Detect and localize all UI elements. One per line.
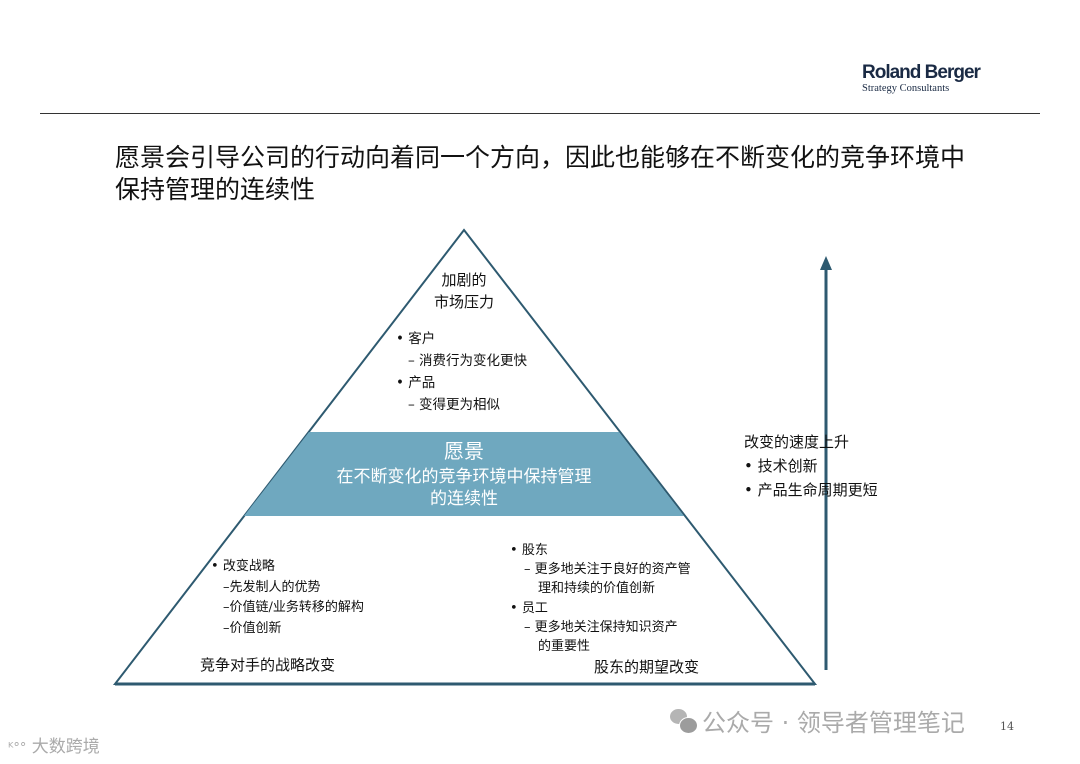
list-item: • 改变战略 <box>211 559 275 574</box>
item-sub: –价值创新 <box>223 620 282 636</box>
bottom-right-list: • 股东 – 更多地关注于良好的资产管 理和持续的价值创新 • 员工 – 更多地… <box>510 541 691 656</box>
vision-text: 愿景 在不断变化的竞争环境中保持管理 的连续性 <box>300 438 628 510</box>
watermark-logo-icon: ᴷ°° <box>8 741 27 756</box>
top-heading-line2: 市场压力 <box>433 293 494 311</box>
vision-band <box>244 432 684 516</box>
top-heading: 加剧的 市场压力 <box>404 270 524 312</box>
list-item: • 员工 <box>510 601 548 616</box>
item-label: 改变战略 <box>222 559 275 574</box>
item-sub: – 变得更为相似 <box>408 397 501 413</box>
arrow-up-icon <box>820 256 832 270</box>
speed-panel: 改变的速度上升 • 技术创新 • 产品生命周期更短 <box>744 430 878 502</box>
top-list: • 客户 – 消费行为变化更快 • 产品 – 变得更为相似 <box>396 330 527 415</box>
item-sub: – 更多地关注保持知识资产 <box>524 620 678 635</box>
watermark-left-text: 大数跨境 <box>31 737 100 757</box>
header-divider <box>40 113 1040 114</box>
watermark-right-text: 公众号 · 领导者管理笔记 <box>702 709 965 737</box>
watermark-left: ᴷ°° 大数跨境 <box>8 732 100 757</box>
list-item: • 股东 <box>510 543 548 558</box>
vision-line1: 在不断变化的竞争环境中保持管理 <box>336 467 592 487</box>
item-sub: –先发制人的优势 <box>223 579 321 595</box>
bottom-right-caption: 股东的期望改变 <box>594 658 700 676</box>
page-title: 愿景会引导公司的行动向着同一个方向，因此也能够在不断变化的竞争环境中保持管理的连… <box>115 143 966 204</box>
item-label: 员工 <box>521 601 548 616</box>
list-item: • 产品 <box>396 375 436 391</box>
item-label: 客户 <box>408 331 436 347</box>
roland-berger-logo: Roland Berger Strategy Consultants <box>862 62 981 95</box>
speed-heading: 改变的速度上升 <box>744 433 850 451</box>
top-heading-line1: 加剧的 <box>441 271 487 289</box>
list-item: • 客户 <box>396 331 436 347</box>
item-sub: 的重要性 <box>538 639 591 654</box>
item-sub: –价值链/业务转移的解构 <box>223 600 364 615</box>
watermark-right: 公众号 · 领导者管理笔记 <box>670 703 965 738</box>
list-item: • 技术创新 <box>744 457 818 475</box>
list-item: • 产品生命周期更短 <box>744 481 878 499</box>
logo-line2: Strategy Consultants <box>862 83 950 94</box>
vision-heading: 愿景 <box>444 439 484 463</box>
item-sub: 理和持续的价值创新 <box>538 581 656 596</box>
bottom-left-list: • 改变战略 –先发制人的优势 –价值链/业务转移的解构 –价值创新 <box>211 557 364 639</box>
vision-line2: 的连续性 <box>430 489 498 509</box>
logo-line1: Roland Berger <box>862 62 981 83</box>
wechat-icon <box>670 708 698 734</box>
item-label: 技术创新 <box>757 457 818 475</box>
item-label: 产品生命周期更短 <box>757 481 878 499</box>
bottom-left-caption: 竞争对手的战略改变 <box>200 656 336 674</box>
item-sub: – 更多地关注于良好的资产管 <box>524 562 691 577</box>
item-label: 产品 <box>408 375 436 391</box>
item-sub: – 消费行为变化更快 <box>408 353 528 369</box>
page-number: 14 <box>1000 720 1014 733</box>
item-label: 股东 <box>521 543 548 558</box>
